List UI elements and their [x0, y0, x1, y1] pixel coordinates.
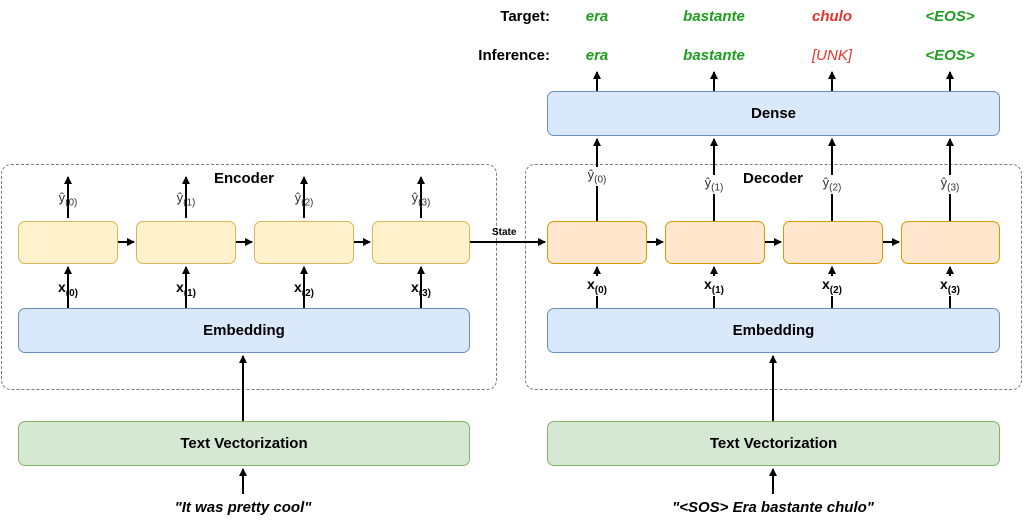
target-row-label: Target:: [500, 8, 550, 25]
decoder-input-label-0: x(0): [586, 276, 608, 296]
decoder-embedding-box: Embedding: [547, 308, 1000, 353]
dense-box: Dense: [547, 91, 1000, 136]
decoder-output-label-1: ŷ(1): [704, 175, 724, 194]
encoder-cell-2: [254, 221, 354, 264]
inference-word-3: <EOS>: [925, 47, 975, 64]
encoder-title: Encoder: [213, 170, 275, 187]
encoder-cell-1: [136, 221, 236, 264]
encoder-output-label-2: ŷ(2): [294, 190, 314, 209]
inference-word-1: bastante: [683, 47, 745, 64]
state-label: State: [492, 227, 517, 238]
encoder-embedding-box: Embedding: [18, 308, 470, 353]
target-word-0: era: [585, 8, 609, 25]
target-word-2: chulo: [812, 8, 852, 25]
decoder-output-label-2: ŷ(2): [822, 175, 842, 194]
encoder-output-label-0: ŷ(0): [58, 190, 78, 209]
encoder-input-sentence: "It was pretty cool": [174, 499, 312, 516]
decoder-input-label-1: x(1): [703, 276, 725, 296]
decoder-input-label-3: x(3): [939, 276, 961, 296]
target-word-1: bastante: [683, 8, 745, 25]
encoder-input-label-0: x(0): [57, 279, 79, 299]
decoder-output-label-0: ŷ(0): [587, 167, 607, 186]
decoder-output-label-3: ŷ(3): [940, 175, 960, 194]
inference-row-label: Inference:: [478, 47, 550, 64]
encoder-output-label-1: ŷ(1): [176, 190, 196, 209]
encoder-group: [1, 164, 497, 390]
encoder-cell-0: [18, 221, 118, 264]
encoder-vectorization-box: Text Vectorization: [18, 421, 470, 466]
encoder-input-label-3: x(3): [410, 279, 432, 299]
decoder-cell-2: [783, 221, 883, 264]
decoder-vectorization-box: Text Vectorization: [547, 421, 1000, 466]
decoder-cell-3: [901, 221, 1000, 264]
decoder-cell-1: [665, 221, 765, 264]
decoder-cell-0: [547, 221, 647, 264]
decoder-input-label-2: x(2): [821, 276, 843, 296]
target-word-3: <EOS>: [925, 8, 975, 25]
inference-word-2: [UNK]: [811, 47, 853, 64]
encoder-input-label-1: x(1): [175, 279, 197, 299]
encoder-input-label-2: x(2): [293, 279, 315, 299]
inference-word-0: era: [585, 47, 609, 64]
encoder-output-label-3: ŷ(3): [411, 190, 431, 209]
encoder-cell-3: [372, 221, 470, 264]
decoder-title: Decoder: [742, 170, 804, 187]
decoder-input-sentence: "<SOS> Era bastante chulo": [672, 499, 874, 516]
